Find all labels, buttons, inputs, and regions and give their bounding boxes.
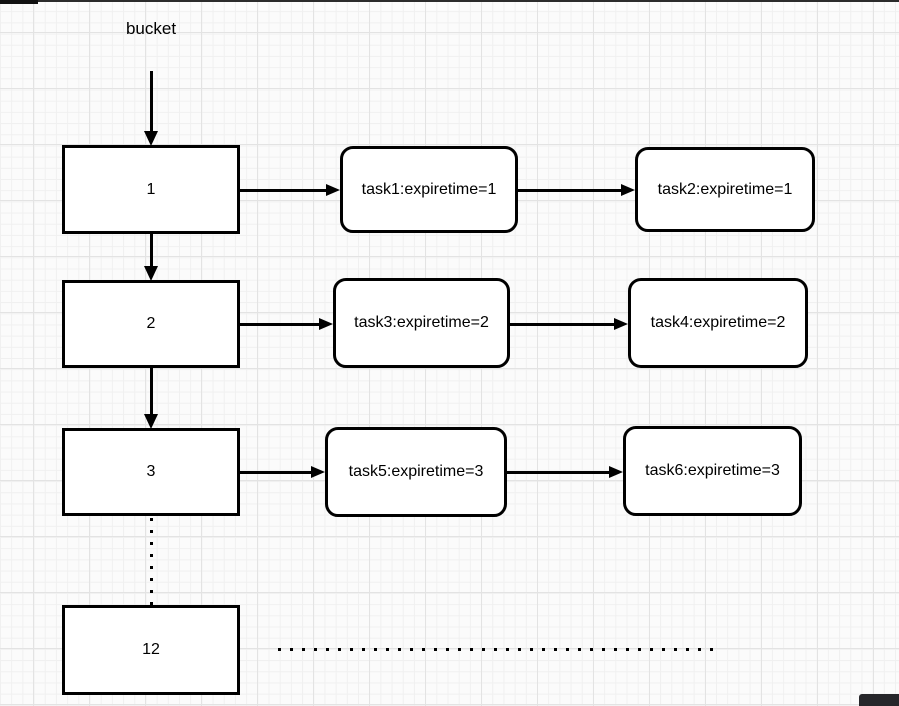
bucket-node-1-label: 1 — [146, 180, 156, 198]
dotted-connector-horizontal[interactable] — [278, 647, 713, 651]
bucket-node-2[interactable]: 2 — [62, 280, 240, 368]
arrow-bucket3-to-task5[interactable] — [240, 470, 312, 474]
arrow-bucket1-to-bucket2[interactable] — [149, 234, 153, 267]
arrow-task1-to-task2[interactable] — [518, 188, 622, 192]
task-node-4[interactable]: task4:expiretime=2 — [628, 278, 808, 368]
task-node-1[interactable]: task1:expiretime=1 — [340, 146, 518, 233]
task-node-1-label: task1:expiretime=1 — [361, 180, 497, 198]
arrowhead-right-icon — [319, 317, 333, 330]
task-node-4-label: task4:expiretime=2 — [650, 314, 786, 331]
arrow-bucket2-to-task3[interactable] — [240, 322, 320, 326]
task-node-6-label: task6:expiretime=3 — [645, 462, 780, 479]
arrow-bucket-to-bucket1[interactable] — [149, 71, 153, 132]
task-node-3[interactable]: task3:expiretime=2 — [333, 278, 510, 368]
task-node-6[interactable]: task6:expiretime=3 — [623, 426, 802, 516]
arrowhead-down-icon — [144, 266, 158, 281]
arrowhead-right-icon — [311, 465, 325, 478]
arrowhead-right-icon — [326, 183, 340, 196]
arrow-bucket1-to-task1[interactable] — [240, 188, 327, 192]
horizontal-scrollbar-thumb[interactable] — [859, 694, 899, 706]
bucket-node-3-label: 3 — [146, 463, 156, 480]
dotted-connector-vertical[interactable] — [149, 518, 153, 606]
window-top-edge — [0, 0, 899, 2]
arrow-task3-to-task4[interactable] — [510, 322, 615, 326]
arrow-task5-to-task6[interactable] — [507, 470, 610, 474]
bucket-node-3[interactable]: 3 — [62, 428, 240, 516]
arrowhead-right-icon — [614, 317, 628, 330]
bucket-node-1[interactable]: 1 — [62, 145, 240, 234]
task-node-3-label: task3:expiretime=2 — [354, 314, 489, 331]
bucket-title-label: bucket — [125, 19, 177, 38]
bucket-node-12[interactable]: 12 — [62, 605, 240, 695]
arrowhead-right-icon — [621, 183, 635, 196]
task-node-2[interactable]: task2:expiretime=1 — [635, 147, 815, 232]
task-node-5[interactable]: task5:expiretime=3 — [325, 427, 507, 517]
arrowhead-right-icon — [609, 465, 623, 478]
task-node-5-label: task5:expiretime=3 — [348, 463, 484, 480]
bucket-node-12-label: 12 — [142, 641, 160, 658]
arrowhead-down-icon — [144, 414, 158, 429]
arrowhead-down-icon — [144, 131, 158, 146]
arrow-bucket2-to-bucket3[interactable] — [149, 368, 153, 415]
bucket-node-2-label: 2 — [146, 315, 156, 332]
task-node-2-label: task2:expiretime=1 — [657, 180, 793, 198]
window-top-edge-segment — [0, 0, 38, 4]
